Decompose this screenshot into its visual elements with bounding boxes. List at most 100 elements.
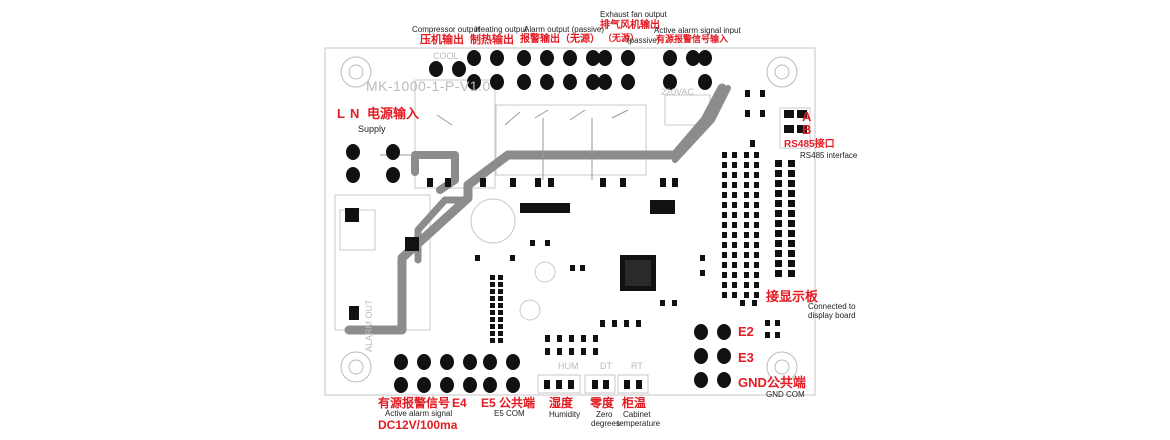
gnd-com-en: GND COM bbox=[766, 390, 805, 399]
smd-pad bbox=[535, 178, 541, 187]
smd-pad bbox=[754, 212, 759, 218]
smd-pad bbox=[760, 90, 765, 97]
header-pin bbox=[788, 190, 795, 197]
smd-pad bbox=[498, 331, 503, 336]
smd-pad bbox=[636, 320, 641, 327]
rs485-en: RS485 interface bbox=[800, 151, 858, 160]
smd-pad bbox=[490, 310, 495, 315]
smd-pad bbox=[744, 252, 749, 258]
smd-pad bbox=[480, 178, 486, 187]
header-pin bbox=[788, 220, 795, 227]
header-pin bbox=[775, 220, 782, 227]
smd-pad bbox=[427, 178, 433, 187]
smd-pad bbox=[775, 332, 780, 338]
dt-mark: DT bbox=[600, 361, 612, 371]
smd-pad bbox=[754, 292, 759, 298]
smd-pad bbox=[722, 292, 727, 298]
gnd-com-cn: GND公共端 bbox=[738, 375, 806, 390]
smd-pad bbox=[600, 178, 606, 187]
smd-pad bbox=[620, 178, 626, 187]
smd-pad bbox=[490, 289, 495, 294]
e4-label: E4 bbox=[452, 396, 467, 410]
active-alarm-input-en: Active alarm signal input bbox=[654, 26, 741, 35]
cabinet-temp-cn: 柜温 bbox=[622, 396, 647, 410]
smd-pad bbox=[745, 110, 750, 117]
smd-pad bbox=[754, 162, 759, 168]
display-board-cn: 接显示板 bbox=[766, 289, 819, 304]
rs485-b-label: B bbox=[802, 122, 812, 137]
smd-pad bbox=[722, 172, 727, 178]
cool-mark: COOL bbox=[433, 51, 459, 61]
smd-pad bbox=[722, 212, 727, 218]
header-pin bbox=[775, 160, 782, 167]
smd-pad bbox=[490, 317, 495, 322]
smd-pad bbox=[754, 222, 759, 228]
smd-pad bbox=[498, 317, 503, 322]
smd-pad bbox=[732, 162, 737, 168]
smd-pad bbox=[732, 172, 737, 178]
right-connector-pads bbox=[694, 110, 807, 388]
smd-pad bbox=[744, 292, 749, 298]
smd-pad bbox=[612, 320, 617, 327]
smd-pad bbox=[754, 242, 759, 248]
smd-pad bbox=[754, 232, 759, 238]
smd-pad bbox=[722, 242, 727, 248]
smd-pad bbox=[722, 162, 727, 168]
smd-pad bbox=[744, 172, 749, 178]
smd-pad bbox=[660, 178, 666, 187]
header-pin bbox=[788, 270, 795, 277]
active-alarm-input-cn: 有源报警信号输入 bbox=[656, 34, 729, 44]
board-model-mark: MK-1000-1-P-V1.0 bbox=[366, 78, 491, 94]
smd-pad bbox=[672, 300, 677, 306]
power-input-en: Supply bbox=[358, 124, 386, 134]
smd-pad bbox=[754, 262, 759, 268]
power-n-label: N bbox=[350, 106, 360, 121]
smd-pad bbox=[510, 178, 516, 187]
smd-pad bbox=[545, 240, 550, 246]
relay-contact-lines bbox=[380, 109, 629, 180]
smd-pad bbox=[570, 265, 575, 271]
header-pin bbox=[775, 210, 782, 217]
smd-pad bbox=[775, 320, 780, 326]
smd-pad bbox=[732, 192, 737, 198]
header-pin bbox=[775, 180, 782, 187]
smd-pad bbox=[744, 242, 749, 248]
smd-pad bbox=[722, 202, 727, 208]
smd-pad bbox=[732, 232, 737, 238]
humidity-en: Humidity bbox=[549, 410, 581, 419]
cabinet-temp-en2: temperature bbox=[617, 419, 661, 428]
smd-pad bbox=[744, 282, 749, 288]
smd-pad bbox=[498, 303, 503, 308]
smd-pad bbox=[498, 289, 503, 294]
smd-pad bbox=[732, 202, 737, 208]
smd-pad bbox=[624, 320, 629, 327]
e2-label: E2 bbox=[738, 324, 754, 339]
smd-pad bbox=[580, 265, 585, 271]
smd-pad bbox=[581, 335, 586, 342]
smd-pad bbox=[557, 348, 562, 355]
smd-pad bbox=[744, 182, 749, 188]
header-pin bbox=[775, 270, 782, 277]
smd-pad bbox=[732, 292, 737, 298]
top-connector-pads bbox=[429, 50, 712, 90]
hum-mark: HUM bbox=[558, 361, 579, 371]
smd-pad bbox=[732, 282, 737, 288]
header-pin bbox=[788, 170, 795, 177]
exhaust-fan-passive-en: (passive) bbox=[627, 36, 660, 45]
exhaust-fan-output-cn: 排气风机输出 bbox=[600, 20, 660, 31]
microcontroller-chip bbox=[620, 255, 656, 291]
header-pin bbox=[788, 180, 795, 187]
bottom-connector-pads bbox=[394, 354, 642, 393]
smd-pad bbox=[530, 240, 535, 246]
smd-pad bbox=[722, 222, 727, 228]
smd-pad bbox=[581, 348, 586, 355]
smd-pad bbox=[557, 335, 562, 342]
smd-pad bbox=[754, 202, 759, 208]
smd-pad bbox=[732, 252, 737, 258]
smd-pad bbox=[569, 335, 574, 342]
smd-pad bbox=[744, 202, 749, 208]
header-pin bbox=[788, 200, 795, 207]
smd-pad bbox=[732, 182, 737, 188]
smd-pad bbox=[498, 324, 503, 329]
smd-pad bbox=[490, 324, 495, 329]
